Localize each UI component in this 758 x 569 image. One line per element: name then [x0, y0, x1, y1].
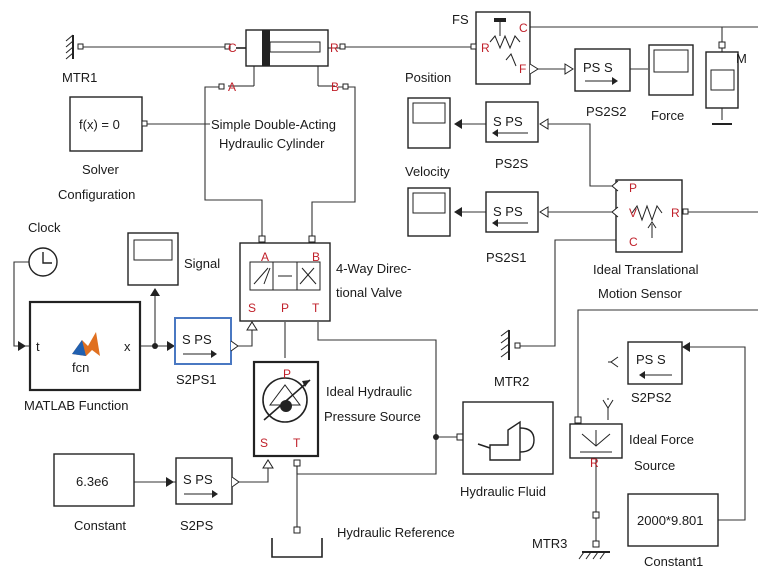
- position-label: Position: [405, 70, 451, 85]
- s2ps-label: S2PS: [180, 518, 214, 533]
- mtr3-reference[interactable]: [578, 511, 610, 560]
- pressure-port-s: S: [260, 436, 268, 450]
- sensor-port-p: P: [629, 181, 637, 195]
- cylinder-port-c: C: [228, 41, 237, 55]
- hydraulic-ref-label: Hydraulic Reference: [337, 525, 455, 540]
- fcn-input-port: t: [36, 339, 40, 354]
- clock-block[interactable]: [28, 247, 58, 277]
- signal-scope[interactable]: [127, 232, 179, 296]
- motion-sensor-block[interactable]: P V R C: [611, 179, 689, 253]
- mass-label: M: [736, 51, 747, 66]
- ps2s-label: PS2S: [495, 156, 529, 171]
- constant-label: Constant: [74, 518, 126, 533]
- oil-can-icon: [477, 420, 535, 461]
- velocity-scope[interactable]: [407, 187, 462, 237]
- mass-block[interactable]: [705, 41, 739, 125]
- ps2s1-label: PS2S1: [486, 250, 526, 265]
- valve-port-s: S: [248, 301, 256, 315]
- solver-text: f(x) = 0: [79, 117, 120, 132]
- mtr1-reference[interactable]: [65, 34, 84, 60]
- valve-label-1: 4-Way Direc-: [336, 261, 411, 276]
- s2ps1-text: S PS: [182, 332, 212, 347]
- fs-port-r: R: [481, 41, 490, 55]
- fs-port-c: C: [519, 21, 528, 35]
- double-acting-cylinder-block[interactable]: C R A B: [218, 29, 349, 94]
- valve-label-2: tional Valve: [336, 285, 402, 300]
- cylinder-label-2: Hydraulic Cylinder: [219, 136, 325, 151]
- valve-port-b: B: [312, 250, 320, 264]
- pressure-source-block[interactable]: P S T: [252, 360, 320, 469]
- matlab-logo-icon: [72, 332, 100, 356]
- velocity-label: Velocity: [405, 164, 450, 179]
- ps2s1-text: S PS: [493, 204, 523, 219]
- ps2s2-label: PS2S2: [586, 104, 626, 119]
- four-way-valve-block[interactable]: A B S P T: [239, 235, 331, 331]
- constant1-block[interactable]: 2000*9.801: [627, 493, 719, 547]
- position-scope[interactable]: [407, 97, 462, 149]
- sensor-port-r: R: [671, 206, 680, 220]
- cylinder-port-b: B: [331, 80, 339, 94]
- fcn-text: fcn: [72, 360, 89, 375]
- ps2s2-converter[interactable]: PS S: [564, 48, 631, 92]
- solver-configuration-block[interactable]: f(x) = 0: [69, 96, 148, 152]
- matlab-function-block[interactable]: t x fcn: [18, 300, 175, 392]
- fs-label: FS: [452, 12, 469, 27]
- ps2s1-converter[interactable]: S PS: [485, 191, 549, 233]
- sensor-label-1: Ideal Translational: [593, 262, 699, 277]
- clock-label: Clock: [28, 220, 61, 235]
- solver-label-1: Solver: [82, 162, 120, 177]
- mtr2-reference[interactable]: [500, 329, 521, 360]
- solver-label-2: Configuration: [58, 187, 135, 202]
- sensor-label-2: Motion Sensor: [598, 286, 682, 301]
- pressure-port-p: P: [283, 367, 291, 381]
- force-scope[interactable]: [648, 44, 694, 96]
- signal-label: Signal: [184, 256, 220, 271]
- mtr3-label: MTR3: [532, 536, 567, 551]
- force-src-port-r: R: [590, 456, 599, 470]
- force-label: Force: [651, 108, 684, 123]
- matlab-fn-label: MATLAB Function: [24, 398, 129, 413]
- sensor-port-v: V: [629, 206, 637, 220]
- valve-port-t: T: [312, 301, 320, 315]
- force-sensor-block[interactable]: R C F: [470, 11, 539, 85]
- cylinder-port-r: R: [330, 41, 339, 55]
- pressure-port-t: T: [293, 436, 301, 450]
- hydraulic-fluid-block[interactable]: [433, 401, 554, 475]
- force-src-label-2: Source: [634, 458, 675, 473]
- s2ps2-label: S2PS2: [631, 390, 671, 405]
- s2ps1-converter[interactable]: S PS: [174, 317, 239, 365]
- pressure-label-1: Ideal Hydraulic: [326, 384, 412, 399]
- fs-port-f: F: [519, 62, 526, 76]
- ideal-force-source-block[interactable]: C S R: [569, 399, 623, 470]
- ps2s-converter[interactable]: S PS: [485, 101, 549, 143]
- ps2s-text: S PS: [493, 114, 523, 129]
- cylinder-label-1: Simple Double-Acting: [211, 117, 336, 132]
- constant-value: 6.3e6: [76, 474, 109, 489]
- s2ps2-text: PS S: [636, 352, 666, 367]
- constant-block[interactable]: 6.3e6: [53, 453, 174, 507]
- constant1-value: 2000*9.801: [637, 513, 704, 528]
- mtr2-label: MTR2: [494, 374, 529, 389]
- s2ps1-label: S2PS1: [176, 372, 216, 387]
- mtr1-label: MTR1: [62, 70, 97, 85]
- cylinder-port-a: A: [228, 80, 236, 94]
- constant1-label: Constant1: [644, 554, 703, 569]
- s2ps2-converter[interactable]: PS S: [610, 341, 690, 385]
- ps2s2-text: PS S: [583, 60, 613, 75]
- valve-port-p: P: [281, 301, 289, 315]
- fcn-output-port: x: [124, 339, 131, 354]
- hydraulic-reference-block[interactable]: [271, 526, 323, 558]
- hydraulic-fluid-label: Hydraulic Fluid: [460, 484, 546, 499]
- pressure-label-2: Pressure Source: [324, 409, 421, 424]
- s2ps-converter[interactable]: S PS: [175, 457, 240, 505]
- sensor-port-c: C: [629, 235, 638, 249]
- valve-port-a: A: [261, 250, 269, 264]
- force-src-label-1: Ideal Force: [629, 432, 694, 447]
- s2ps-text: S PS: [183, 472, 213, 487]
